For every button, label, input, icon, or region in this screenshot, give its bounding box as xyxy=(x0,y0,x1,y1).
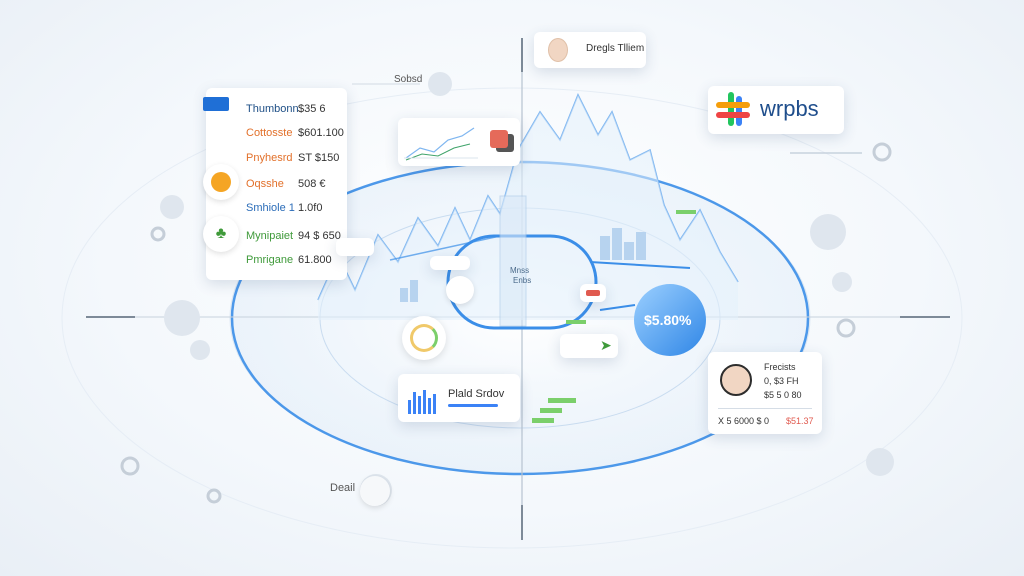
list-row-value: 508 € xyxy=(298,178,326,190)
center-label-2: Enbs xyxy=(513,276,532,285)
gear-decorations xyxy=(120,142,892,504)
list-row-name: Smhiole 1 xyxy=(246,202,295,214)
list-row-name: Cottosste xyxy=(246,127,293,139)
small-card-left[interactable] xyxy=(336,238,374,256)
list-row-value: 61.800 xyxy=(298,254,332,266)
list-row-value: ST $150 xyxy=(298,152,340,164)
mini-bars xyxy=(400,228,646,302)
contact-line-1: Frecists xyxy=(764,362,796,372)
brand-logo-icon xyxy=(716,92,750,126)
percent-bubble-shape xyxy=(634,284,706,356)
person-avatar xyxy=(720,364,752,396)
contact-line-2: 0, $3 FH xyxy=(764,376,799,386)
list-row-value: $35 6 xyxy=(298,103,326,115)
bar-chart-icon xyxy=(408,390,436,414)
list-row-name: Pmrigane xyxy=(246,254,294,266)
percent-value: $5.80% xyxy=(644,312,692,328)
list-row-name: Oqsshe xyxy=(246,178,284,190)
small-card-mid[interactable] xyxy=(430,256,470,270)
arrow-icon: ➤ xyxy=(600,337,612,353)
top-contact-card[interactable]: Dregls Tlliem xyxy=(534,32,646,68)
list-row-name: Pnyhesrd xyxy=(246,152,293,164)
mini-chart-card[interactable] xyxy=(398,118,520,166)
circle-widget[interactable] xyxy=(446,276,474,304)
list-row-value: 94 $ 650 xyxy=(298,230,341,242)
blue-tag-icon xyxy=(203,97,229,111)
deal-label: Deail xyxy=(330,482,356,494)
arrow-card[interactable]: ➤ xyxy=(560,334,618,358)
bottom-card[interactable]: Plald Srdov xyxy=(398,374,520,422)
list-row-name: Thumbonn xyxy=(246,103,299,115)
right-contact-card[interactable]: Frecists 0, $3 FH $5 5 0 80 X 5 6000 $ 0… xyxy=(708,352,822,434)
donut-widget[interactable] xyxy=(402,316,446,360)
green-steps xyxy=(532,210,696,423)
bottom-card-label: Plald Srdov xyxy=(448,388,505,400)
red-box-icon xyxy=(490,130,508,148)
brand-card[interactable]: wrpbs xyxy=(708,86,844,134)
plant-icon: ♣ xyxy=(203,216,239,252)
mini-line-chart xyxy=(404,127,478,161)
list-row-value: 1.0f0 xyxy=(298,202,323,214)
center-label-1: Mnss xyxy=(510,266,530,275)
top-label: Sobsd xyxy=(394,74,423,85)
deal-bubble xyxy=(360,476,390,506)
outer-ring xyxy=(61,87,963,549)
list-row-name: Mynipaiet xyxy=(246,230,294,242)
brand-name: wrpbs xyxy=(760,96,819,121)
list-row-value: $601.100 xyxy=(298,127,344,139)
contact-foot-right: $51.37 xyxy=(786,416,814,426)
small-card-right[interactable] xyxy=(580,284,606,302)
contact-line-3: $5 5 0 80 xyxy=(764,390,802,400)
contact-foot-left: X 5 6000 $ 0 xyxy=(718,416,770,426)
contact-name: Dregls Tlliem xyxy=(586,43,645,54)
orange-circle-icon xyxy=(203,164,239,200)
avatar xyxy=(548,38,568,62)
